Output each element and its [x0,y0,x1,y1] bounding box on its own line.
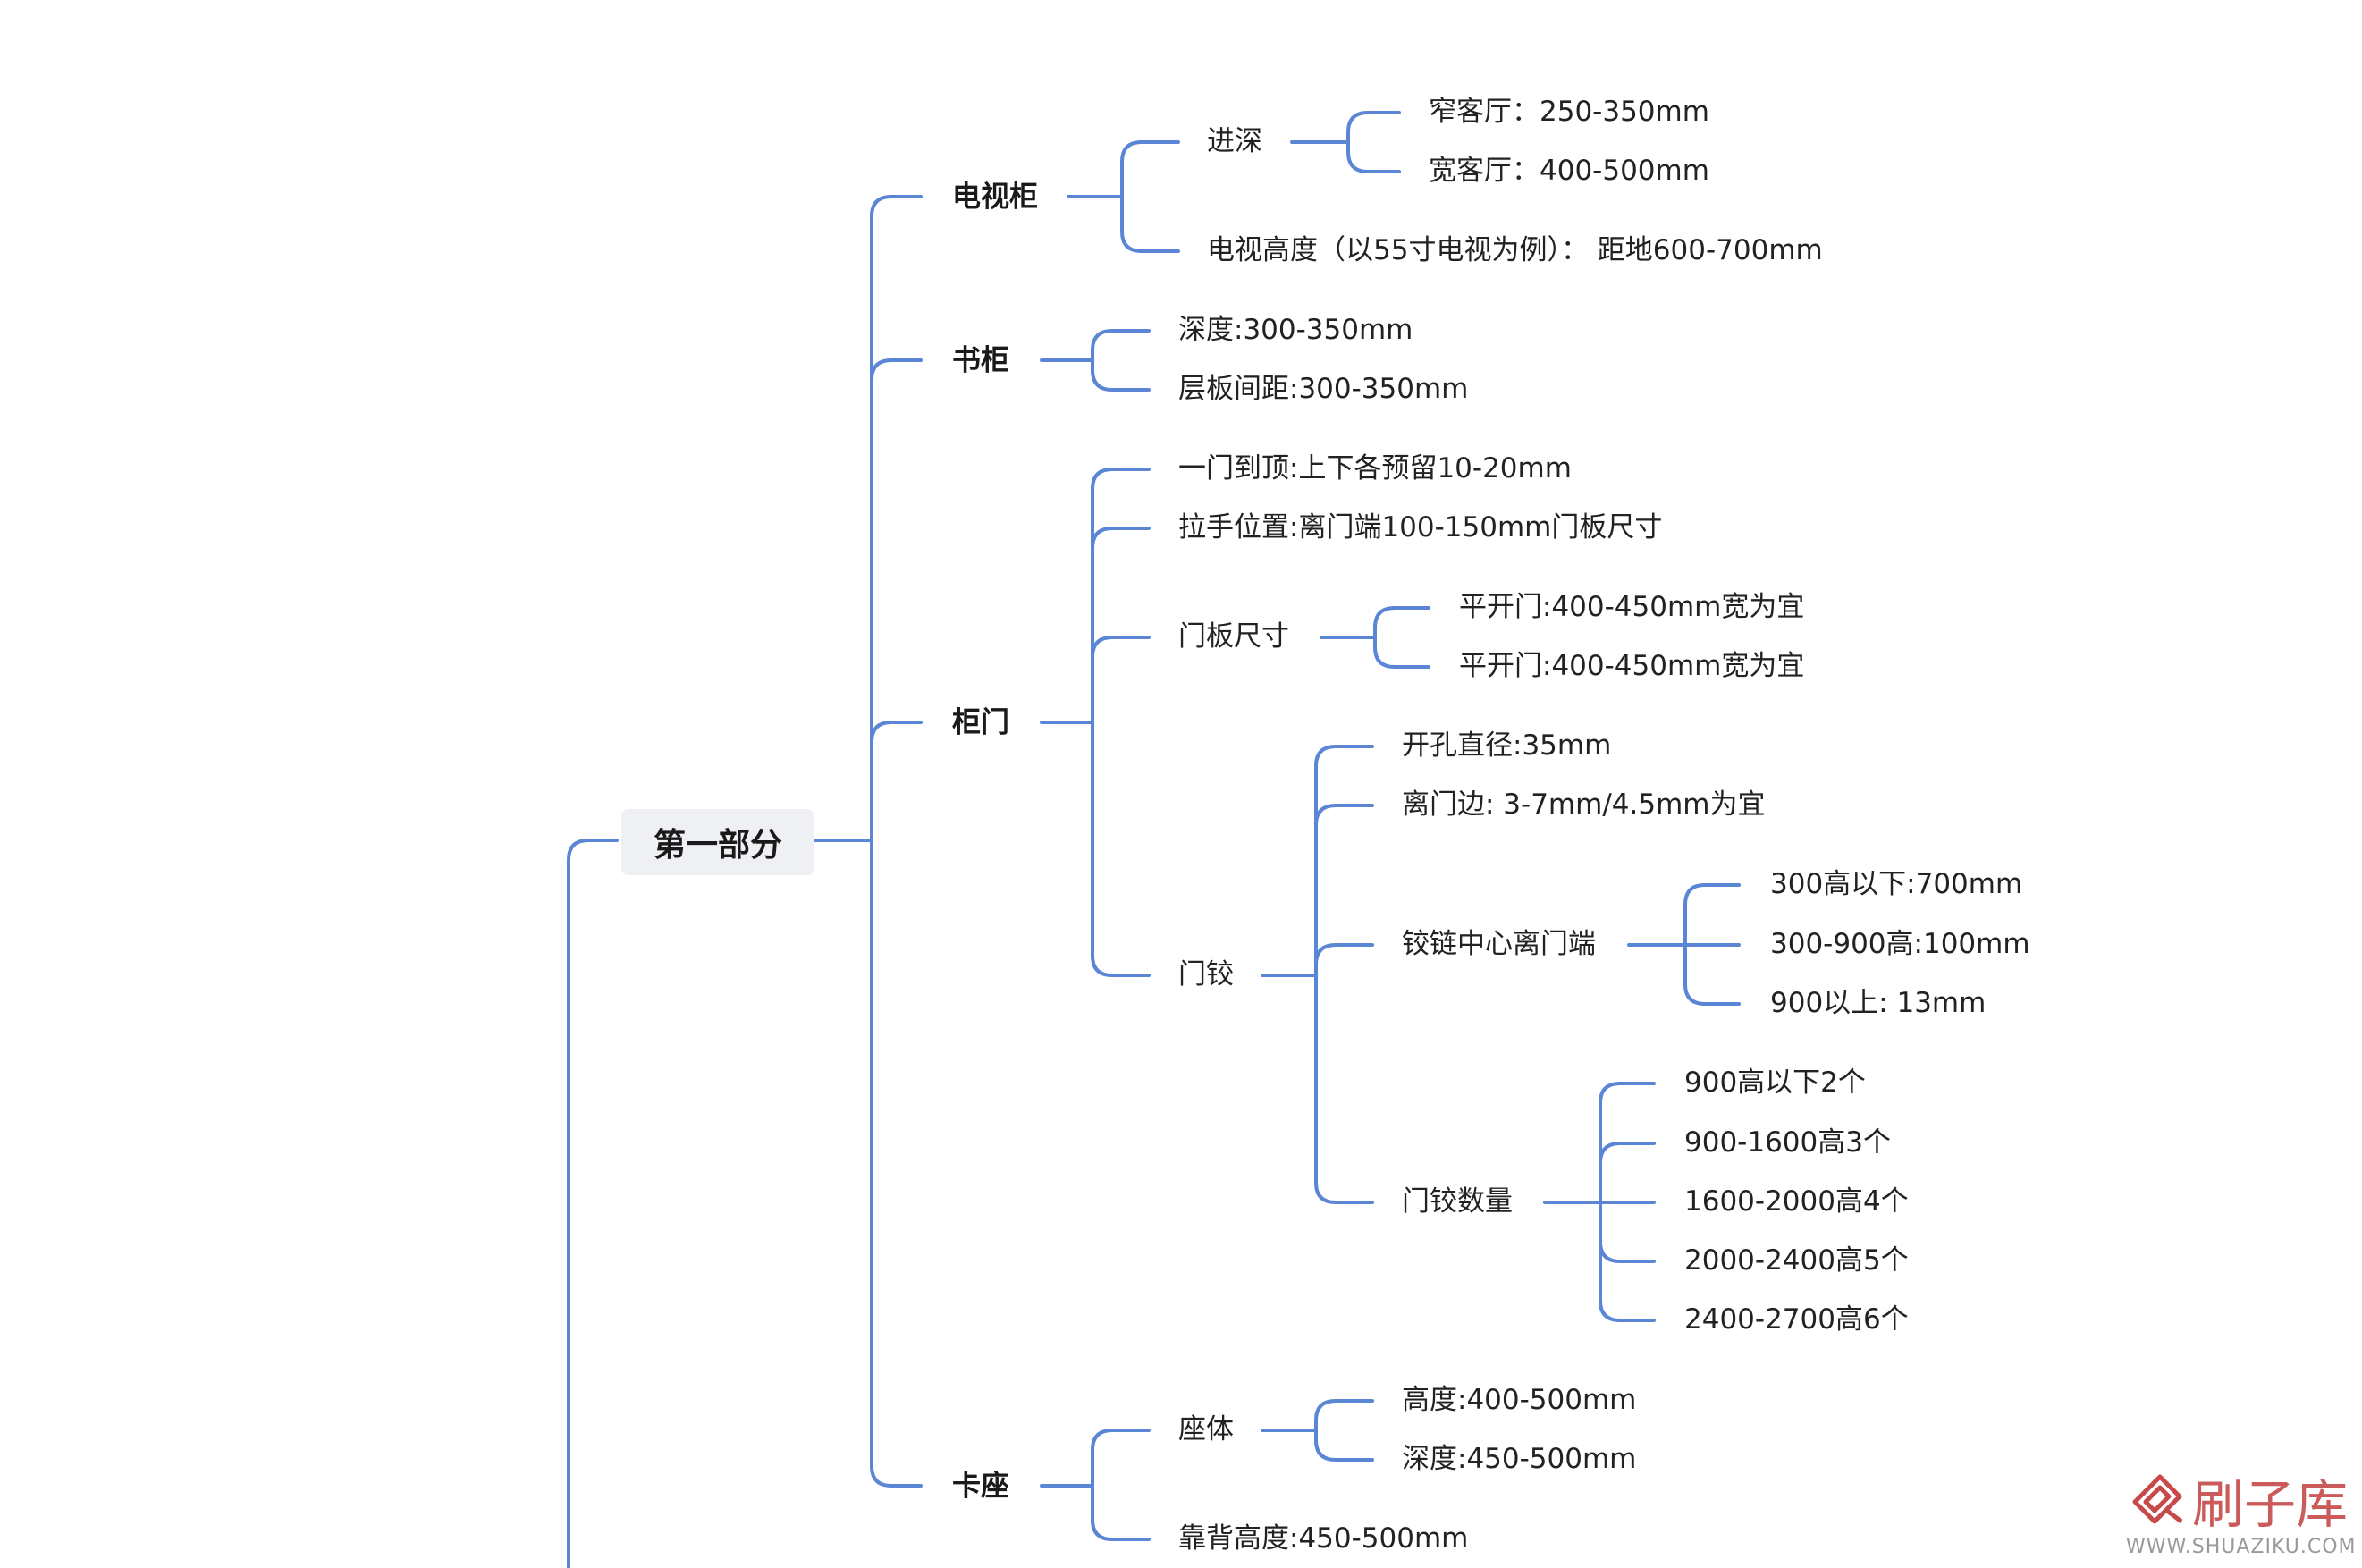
node-hinge-hole-diameter[interactable]: 开孔直径:35mm [1402,729,1612,763]
edge-root-categories [814,195,923,1488]
root-node-box[interactable] [621,809,814,875]
node-hinge-door-edge[interactable]: 离门边: 3-7mm/4.5mm为宜 [1402,788,1766,822]
watermark-name: 刷子库 [2192,1474,2349,1535]
node-door-to-top[interactable]: 一门到顶:上下各预留10-20mm [1178,452,1572,485]
edge-hinge-count [1543,1082,1656,1322]
node-hinge-count-item-2[interactable]: 900-1600高3个 [1684,1126,1891,1159]
edge-panel-size [1320,606,1430,669]
node-tv-height[interactable]: 电视高度（以55寸电视为例）： 距地600-700mm [1207,234,1823,267]
watermark-url: WWW.SHUAZIKU.COM [2126,1536,2357,1558]
edge-hinge [1261,745,1374,1204]
node-bookcase[interactable]: 书柜 [952,342,1010,377]
root-node-label[interactable]: 第一部分 [653,827,782,864]
node-handle-position[interactable]: 拉手位置:离门端100-150mm门板尺寸 [1178,511,1663,544]
edge-booth-seat [1040,1429,1151,1541]
node-hinge-center[interactable]: 铰链中心离门端 [1402,928,1596,961]
node-hinge-center-item-3[interactable]: 900以上: 13mm [1770,987,1987,1020]
edge-hinge-center [1627,883,1741,1006]
node-tv-depth[interactable]: 进深 [1207,125,1262,158]
node-cabinet-door[interactable]: 柜门 [952,704,1010,739]
node-tv-depth-narrow[interactable]: 窄客厅：250-350mm [1429,96,1709,129]
node-hinge-count-item-4[interactable]: 2000-2400高5个 [1684,1244,1909,1277]
node-hinge-count-item-1[interactable]: 900高以下2个 [1684,1066,1866,1100]
edge-trunk-root [567,839,619,1568]
node-bookcase-shelf-spacing[interactable]: 层板间距:300-350mm [1178,373,1469,406]
node-seat-body[interactable]: 座体 [1178,1413,1234,1446]
edge-cabinet-door [1040,468,1151,977]
node-tv-cabinet[interactable]: 电视柜 [952,179,1039,214]
node-hinge-center-item-1[interactable]: 300高以下:700mm [1770,868,2023,901]
node-hinge-count-item-5[interactable]: 2400-2700高6个 [1684,1303,1909,1336]
edge-bookcase [1040,329,1151,392]
node-hinge[interactable]: 门铰 [1178,958,1234,991]
edge-tv-cabinet [1067,140,1180,253]
node-panel-size-item-1[interactable]: 平开门:400-450mm宽为宜 [1459,591,1805,624]
node-seat-body-depth[interactable]: 深度:450-500mm [1402,1443,1637,1476]
edge-tv-depth [1290,111,1401,173]
node-hinge-count[interactable]: 门铰数量 [1402,1185,1513,1218]
node-bookcase-depth[interactable]: 深度:300-350mm [1178,314,1413,347]
node-backrest-height[interactable]: 靠背高度:450-500mm [1178,1522,1469,1555]
node-tv-depth-wide[interactable]: 宽客厅：400-500mm [1429,155,1709,188]
brush-logo-icon [2132,1474,2183,1524]
node-hinge-count-item-3[interactable]: 1600-2000高4个 [1684,1185,1909,1218]
node-booth-seat[interactable]: 卡座 [952,1468,1010,1503]
node-panel-size[interactable]: 门板尺寸 [1178,620,1289,653]
edge-seat-body [1261,1399,1374,1462]
node-seat-body-height[interactable]: 高度:400-500mm [1402,1384,1637,1417]
node-hinge-center-item-2[interactable]: 300-900高:100mm [1770,928,2030,961]
node-panel-size-item-2[interactable]: 平开门:400-450mm宽为宜 [1459,650,1805,683]
